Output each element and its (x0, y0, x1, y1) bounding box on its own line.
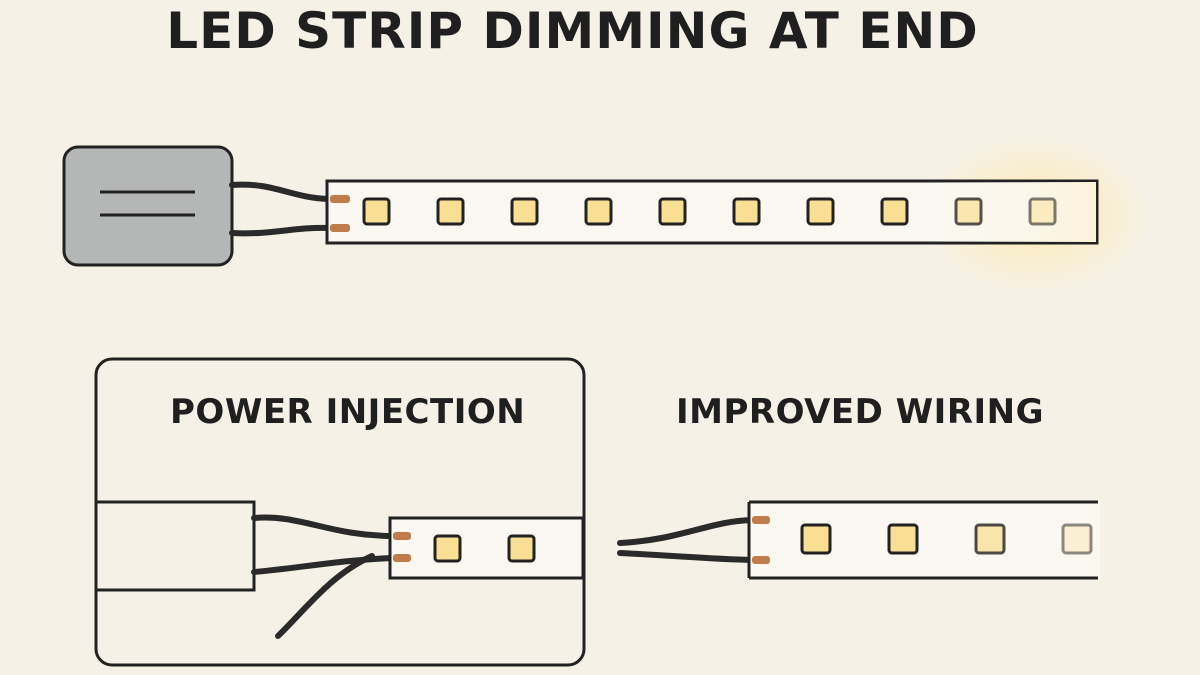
copper-pad (393, 554, 411, 562)
led-chip (887, 523, 919, 555)
copper-pad (330, 195, 350, 203)
improved-wire-top (617, 517, 755, 546)
led-chip (362, 197, 391, 226)
led-chip (974, 523, 1006, 555)
improved-wire-bottom (617, 550, 755, 563)
led-chip (806, 197, 835, 226)
led-chip (1028, 197, 1057, 226)
wire-top-negative (229, 224, 333, 237)
diagram-title: LED STRIP DIMMING AT END (166, 2, 979, 60)
improved-wiring-label: IMPROVED WIRING (676, 392, 1045, 432)
injection-led-strip (388, 516, 585, 580)
led-chip (954, 197, 983, 226)
power-injection-panel (94, 357, 586, 667)
copper-pad (330, 224, 350, 232)
wire-top-positive (229, 181, 333, 202)
led-chip (507, 534, 536, 563)
copper-pad (752, 516, 770, 524)
copper-pad (752, 556, 770, 564)
led-chip (1061, 523, 1093, 555)
led-chip (658, 197, 687, 226)
top-led-row (362, 197, 1057, 226)
injection-led-row (433, 534, 536, 563)
led-chip (510, 197, 539, 226)
led-chip (433, 534, 462, 563)
power-injection-label: POWER INJECTION (170, 392, 526, 432)
led-chip (436, 197, 465, 226)
injection-power-supply (96, 500, 256, 592)
injection-wire-loose (275, 553, 375, 639)
led-chip (800, 523, 832, 555)
injection-wire-bottom (251, 555, 396, 575)
power-supply (62, 145, 234, 267)
led-chip (732, 197, 761, 226)
improved-led-row (800, 523, 1093, 555)
injection-wire-top (251, 514, 396, 539)
copper-pad (393, 532, 411, 540)
led-chip (880, 197, 909, 226)
led-chip (584, 197, 613, 226)
